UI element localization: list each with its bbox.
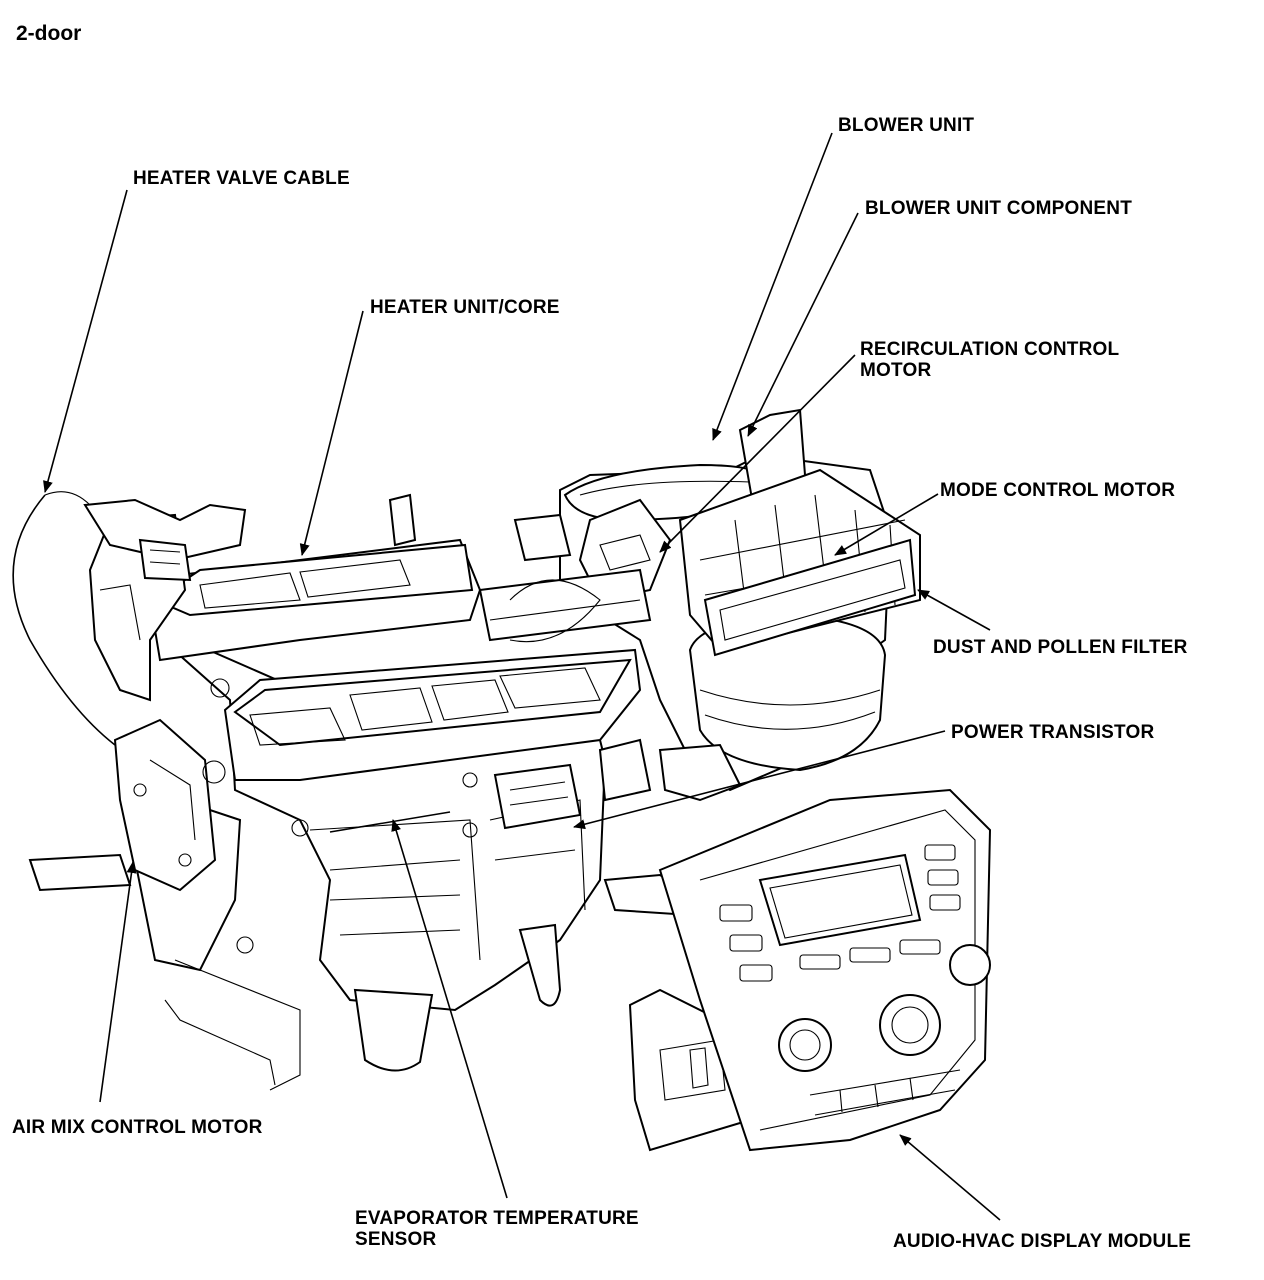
label-mode-control-motor: MODE CONTROL MOTOR — [940, 480, 1176, 501]
leader-blower-unit-component — [747, 212, 859, 437]
leader-heater-unit-core — [299, 310, 364, 556]
label-air-mix-control-motor: AIR MIX CONTROL MOTOR — [12, 1117, 263, 1138]
label-recirculation-line2: MOTOR — [860, 360, 932, 381]
label-blower-unit-component: BLOWER UNIT COMPONENT — [865, 198, 1133, 219]
diagram-title: 2-door — [16, 22, 82, 45]
leader-audio-hvac-module — [899, 1134, 1001, 1221]
leader-power-transistor — [573, 730, 946, 830]
leader-recirculation-motor — [659, 354, 856, 553]
leader-mode-control-motor — [834, 493, 939, 556]
audio-hvac-module — [603, 788, 992, 1152]
leader-blower-unit — [712, 132, 833, 441]
label-audio-hvac-display-module: AUDIO-HVAC DISPLAY MODULE — [893, 1231, 1192, 1252]
label-evap-line1: EVAPORATOR TEMPERATURE — [355, 1208, 639, 1229]
leader-dust-pollen-filter — [917, 589, 991, 631]
label-power-transistor: POWER TRANSISTOR — [951, 722, 1155, 743]
label-recirculation-line1: RECIRCULATION CONTROL — [860, 339, 1120, 360]
label-evaporator-temperature-sensor: EVAPORATOR TEMPERATURE SENSOR — [355, 1208, 639, 1250]
label-blower-unit: BLOWER UNIT — [838, 115, 975, 136]
leader-evap-sensor — [391, 819, 508, 1199]
leader-heater-valve-cable — [43, 189, 128, 493]
heater-evaporator-assembly — [12, 491, 652, 1091]
label-heater-unit-core: HEATER UNIT/CORE — [370, 297, 560, 318]
blower-unit-assembly — [478, 408, 921, 802]
leader-lines — [43, 132, 1001, 1221]
label-recirculation-control-motor: RECIRCULATION CONTROL MOTOR — [860, 339, 1119, 381]
leader-air-mix-motor — [99, 861, 137, 1103]
label-heater-valve-cable: HEATER VALVE CABLE — [133, 168, 350, 189]
label-dust-pollen-filter: DUST AND POLLEN FILTER — [933, 637, 1188, 658]
label-evap-line2: SENSOR — [355, 1229, 437, 1250]
